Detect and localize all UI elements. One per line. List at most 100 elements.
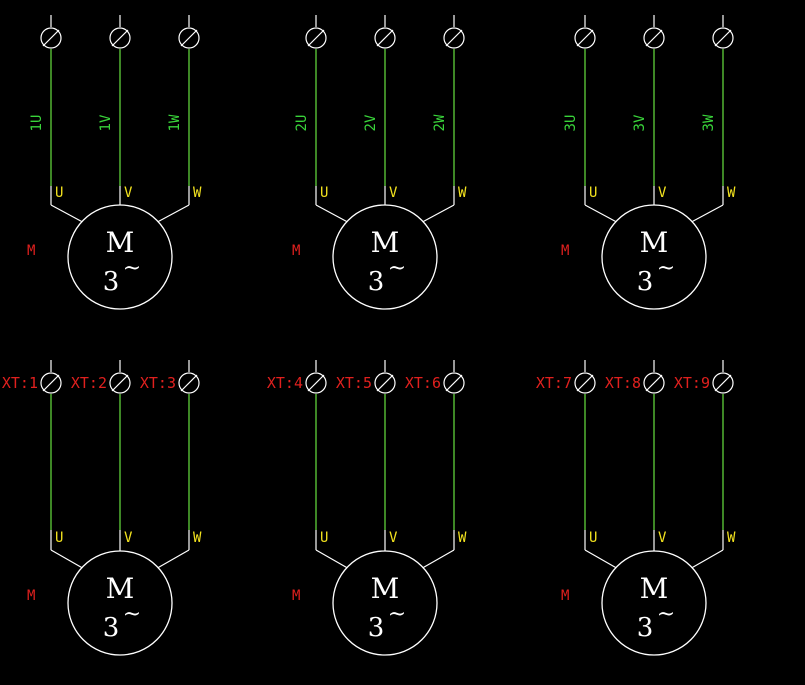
r2-m1-terminal-1 — [40, 372, 62, 394]
r2-m1-phase-label-3: W — [193, 530, 202, 546]
r2-m3-lead-diag-3 — [691, 549, 724, 569]
r1-m3-wire-label-1: 3U — [563, 115, 579, 132]
r1-m2-terminal-2 — [374, 27, 396, 49]
r2-m2-motor-tag: M — [292, 588, 300, 604]
r2-m2-motor-ac-sign: ~ — [388, 602, 406, 627]
r2-m3-terminal-slash-2 — [645, 374, 663, 392]
r2-m3-terminal-slash-3 — [714, 374, 732, 392]
r1-m2-wire-label-1: 2U — [294, 115, 310, 132]
r2-m3-terminal-label-2: XT:8 — [605, 374, 641, 392]
r2-m3-terminal-3 — [712, 372, 734, 394]
r1-m1-terminal-3 — [178, 27, 200, 49]
r1-m3-motor-letter: M — [640, 226, 669, 259]
r2-m1-terminal-slash-1 — [42, 374, 60, 392]
r1-m3-motor-ac-sign: ~ — [657, 256, 675, 281]
r2-m2-terminal-slash-3 — [445, 374, 463, 392]
r2-m2-motor-phases: 3 — [368, 613, 385, 643]
r2-m3-lead-diag-1 — [584, 549, 617, 569]
r1-m3-motor-tag: M — [561, 243, 569, 259]
r1-m1-terminal-1 — [40, 27, 62, 49]
r1-m2-wire-label-2: 2V — [363, 114, 379, 131]
r2-m2-lead-diag-3 — [422, 549, 455, 569]
r1-m2-phase-label-3: W — [458, 185, 467, 201]
r2-m2-phase-label-3: W — [458, 530, 467, 546]
r2-m1-motor-letter: M — [106, 572, 135, 605]
r2-m2-terminal-3 — [443, 372, 465, 394]
r2-m2-terminal-slash-1 — [307, 374, 325, 392]
r1-m2-motor-ac-sign: ~ — [388, 256, 406, 281]
r2-m1-terminal-2 — [109, 372, 131, 394]
r2-m2-terminal-label-1: XT:4 — [267, 374, 303, 392]
r1-m1-lead-diag-3 — [157, 204, 190, 223]
r1-m2-terminal-slash-3 — [445, 29, 463, 47]
r1-m3-terminal-slash-2 — [645, 29, 663, 47]
r1-m1-wire-label-1: 1U — [29, 115, 45, 132]
r1-m2-terminal-1 — [305, 27, 327, 49]
r1-m2-lead-diag-3 — [422, 204, 455, 223]
r1-m2-terminal-slash-1 — [307, 29, 325, 47]
r2-m3-terminal-2 — [643, 372, 665, 394]
r1-m1-terminal-slash-2 — [111, 29, 129, 47]
r2-m3-motor-circle — [601, 550, 707, 656]
r2-m3-motor-ac-sign: ~ — [657, 602, 675, 627]
r2-m3-terminal-label-3: XT:9 — [674, 374, 710, 392]
r1-m3-phase-label-1: U — [589, 185, 597, 201]
r1-m3-terminal-2 — [643, 27, 665, 49]
r1-m1-wire-label-3: 1W — [167, 114, 183, 131]
r1-m1-terminal-2 — [109, 27, 131, 49]
r1-m2-motor-tag: M — [292, 243, 300, 259]
r1-m2-wire-label-3: 2W — [432, 114, 448, 131]
r2-m1-phase-label-2: V — [124, 530, 133, 546]
r1-m3-terminal-3 — [712, 27, 734, 49]
r2-m1-lead-diag-3 — [157, 549, 190, 569]
r2-m1-motor-circle — [67, 550, 173, 656]
r2-m2-motor-letter: M — [371, 572, 400, 605]
r2-m2-terminal-label-2: XT:5 — [336, 374, 372, 392]
r2-m3-terminal-label-1: XT:7 — [536, 374, 572, 392]
r1-m1-terminal-slash-1 — [42, 29, 60, 47]
r1-m1-terminal-slash-3 — [180, 29, 198, 47]
r2-m3-phase-label-3: W — [727, 530, 736, 546]
r2-m1-phase-label-1: U — [55, 530, 63, 546]
r1-m3-terminal-1 — [574, 27, 596, 49]
r1-m3-phase-label-2: V — [658, 185, 667, 201]
r2-m1-motor-phases: 3 — [103, 613, 120, 643]
r1-m1-phase-label-2: V — [124, 185, 133, 201]
r1-m3-motor-circle — [601, 204, 707, 310]
r1-m3-wire-label-3: 3W — [701, 114, 717, 131]
r2-m2-motor-circle — [332, 550, 438, 656]
r1-m1-motor-ac-sign: ~ — [123, 256, 141, 281]
r2-m1-terminal-slash-2 — [111, 374, 129, 392]
r1-m3-lead-diag-1 — [584, 204, 617, 223]
r2-m2-terminal-1 — [305, 372, 327, 394]
r2-m3-motor-phases: 3 — [637, 613, 654, 643]
r2-m2-phase-label-2: V — [389, 530, 398, 546]
r2-m2-terminal-slash-2 — [376, 374, 394, 392]
r2-m2-terminal-label-3: XT:6 — [405, 374, 441, 392]
r2-m3-phase-label-1: U — [589, 530, 597, 546]
r1-m1-motor-phases: 3 — [103, 267, 120, 297]
r1-m1-motor-circle — [67, 204, 173, 310]
r2-m2-terminal-2 — [374, 372, 396, 394]
r1-m1-motor-letter: M — [106, 226, 135, 259]
r1-m3-terminal-slash-3 — [714, 29, 732, 47]
r1-m2-phase-label-1: U — [320, 185, 328, 201]
r1-m1-lead-diag-1 — [50, 204, 83, 223]
r1-m2-lead-diag-1 — [315, 204, 348, 223]
r2-m2-lead-diag-1 — [315, 549, 348, 569]
r1-m1-phase-label-1: U — [55, 185, 63, 201]
r2-m1-terminal-label-1: XT:1 — [2, 374, 38, 392]
r2-m3-motor-tag: M — [561, 588, 569, 604]
r1-m3-motor-phases: 3 — [637, 267, 654, 297]
r1-m1-wire-label-2: 1V — [98, 114, 114, 131]
r2-m1-terminal-label-3: XT:3 — [140, 374, 176, 392]
r2-m2-phase-label-1: U — [320, 530, 328, 546]
r2-m3-motor-letter: M — [640, 572, 669, 605]
r2-m3-terminal-slash-1 — [576, 374, 594, 392]
r1-m3-lead-diag-3 — [691, 204, 724, 223]
r1-m2-motor-letter: M — [371, 226, 400, 259]
r2-m1-lead-diag-1 — [50, 549, 83, 569]
r1-m3-wire-label-2: 3V — [632, 114, 648, 131]
r2-m3-terminal-1 — [574, 372, 596, 394]
